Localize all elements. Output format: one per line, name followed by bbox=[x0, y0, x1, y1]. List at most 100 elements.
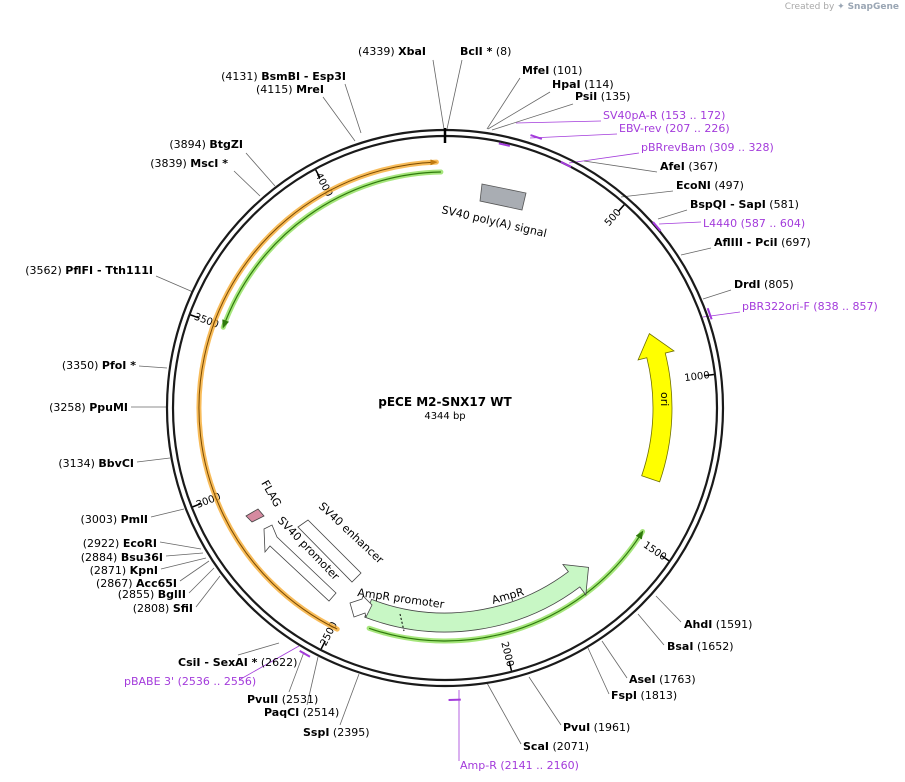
primer-binding-mark bbox=[706, 307, 713, 320]
site-label[interactable]: AhdI (1591) bbox=[684, 618, 752, 631]
primer-range: (838 .. 857) bbox=[810, 300, 878, 313]
site-label[interactable]: BsaI (1652) bbox=[667, 640, 734, 653]
site-label[interactable]: (2922) EcoRI bbox=[83, 537, 157, 550]
site-label[interactable]: (4339) XbaI bbox=[358, 45, 426, 58]
site-label[interactable]: PvuII (2531) bbox=[247, 693, 318, 706]
site-label[interactable]: PvuI (1961) bbox=[563, 721, 630, 734]
site-name: MfeI bbox=[522, 64, 549, 77]
leader-line bbox=[195, 575, 221, 608]
site-label[interactable]: EcoNI (497) bbox=[676, 179, 744, 192]
ruler-tick-mark bbox=[315, 169, 321, 179]
sv40-enhancer-feature[interactable] bbox=[297, 519, 362, 583]
site-label[interactable]: AflIII - PciI (697) bbox=[714, 236, 811, 249]
site-name: Bsu36I bbox=[121, 551, 163, 564]
site-label[interactable]: SspI (2395) bbox=[303, 726, 370, 739]
leader-line bbox=[657, 209, 688, 220]
site-label[interactable]: (3894) BtgZI bbox=[169, 138, 243, 151]
leader-line bbox=[160, 557, 207, 570]
primer-label[interactable]: pBR322ori-F (838 .. 857) bbox=[742, 300, 878, 313]
site-label[interactable]: (2884) Bsu36I bbox=[81, 551, 163, 564]
leader-line bbox=[136, 457, 171, 463]
ori-label: ori bbox=[658, 392, 671, 406]
sv40-polya-feature[interactable] bbox=[479, 183, 527, 211]
site-label[interactable]: HpaI (114) bbox=[552, 78, 614, 91]
site-label[interactable]: DrdI (805) bbox=[734, 278, 794, 291]
plasmid-name: pECE M2-SNX17 WT bbox=[378, 395, 512, 409]
site-label[interactable]: (3839) MscI * bbox=[150, 157, 228, 170]
site-label[interactable]: PsiI (135) bbox=[575, 90, 630, 103]
site-position: (581) bbox=[766, 198, 799, 211]
ruler-tick-mark bbox=[617, 204, 625, 212]
primer-label[interactable]: SV40pA-R (153 .. 172) bbox=[603, 109, 725, 122]
site-label[interactable]: AseI (1763) bbox=[629, 673, 696, 686]
site-position: (3350) bbox=[62, 359, 102, 372]
leader-line bbox=[529, 133, 618, 139]
site-label[interactable]: PaqCI (2514) bbox=[264, 706, 339, 719]
leader-line bbox=[188, 567, 215, 594]
site-label[interactable]: BclI * (8) bbox=[460, 45, 511, 58]
site-name: BspQI bbox=[690, 198, 726, 211]
site-label[interactable]: FspI (1813) bbox=[611, 689, 677, 702]
primer-label[interactable]: pBABE 3' (2536 .. 2556) bbox=[124, 675, 256, 688]
site-position: (497) bbox=[711, 179, 744, 192]
leader-line bbox=[487, 91, 551, 130]
site-label[interactable]: (2867) Acc65I bbox=[96, 577, 177, 590]
site-position: (3894) bbox=[169, 138, 209, 151]
leader-line bbox=[568, 152, 640, 164]
site-label[interactable]: ScaI (2071) bbox=[523, 740, 589, 753]
primer-label[interactable]: Amp-R (2141 .. 2160) bbox=[460, 759, 579, 772]
leader-line bbox=[138, 365, 168, 369]
leader-line bbox=[238, 645, 300, 681]
leader-line bbox=[288, 651, 305, 693]
site-alt-name: - PciI bbox=[743, 236, 778, 249]
site-position: (1763) bbox=[656, 673, 696, 686]
site-name: BglII bbox=[158, 588, 186, 601]
ampr-feature[interactable] bbox=[364, 564, 589, 633]
site-label[interactable]: MfeI (101) bbox=[522, 64, 582, 77]
primer-label[interactable]: L4440 (587 .. 604) bbox=[703, 217, 805, 230]
site-name: DrdI bbox=[734, 278, 761, 291]
primer-label[interactable]: EBV-rev (207 .. 226) bbox=[619, 122, 730, 135]
leader-line bbox=[491, 103, 574, 131]
site-label[interactable]: (4131) BsmBI - Esp3I bbox=[221, 70, 346, 83]
site-name: EcoRI bbox=[123, 537, 157, 550]
site-label[interactable]: BspQI - SapI (581) bbox=[690, 198, 799, 211]
site-position: (2884) bbox=[81, 551, 121, 564]
site-position: (2867) bbox=[96, 577, 136, 590]
flag-feature[interactable] bbox=[245, 508, 265, 523]
ori-feature[interactable] bbox=[637, 333, 675, 483]
site-label[interactable]: (2871) KpnI bbox=[90, 564, 158, 577]
site-label[interactable]: (2855) BglII bbox=[118, 588, 186, 601]
site-label[interactable]: AfeI (367) bbox=[660, 160, 718, 173]
site-name: CsiI bbox=[178, 656, 200, 669]
sv40-promoter-feature[interactable] bbox=[263, 524, 337, 602]
primer-name: pBABE 3' bbox=[124, 675, 174, 688]
site-position: (2922) bbox=[83, 537, 123, 550]
site-name: AhdI bbox=[684, 618, 712, 631]
site-name: BsmBI bbox=[261, 70, 300, 83]
site-label[interactable]: (3003) PmlI bbox=[81, 513, 148, 526]
leader-line bbox=[637, 613, 665, 646]
site-label[interactable]: (3562) PflFI - Tth111I bbox=[25, 264, 153, 277]
site-label[interactable]: CsiI - SexAI * (2622) bbox=[178, 656, 297, 669]
leader-line bbox=[179, 560, 210, 582]
site-position: (8) bbox=[492, 45, 511, 58]
site-label[interactable]: (3350) PfoI * bbox=[62, 359, 136, 372]
site-position: (135) bbox=[597, 90, 630, 103]
site-position: (3134) bbox=[58, 457, 98, 470]
site-label[interactable]: (3134) BbvCI bbox=[58, 457, 134, 470]
site-position: (3839) bbox=[150, 157, 190, 170]
ruler-tick-label: 1500 bbox=[641, 540, 668, 563]
site-label[interactable]: (4115) MreI bbox=[256, 83, 324, 96]
ruler-tick-label: 2000 bbox=[498, 641, 515, 668]
site-name: BtgZI bbox=[209, 138, 243, 151]
site-name: PvuI bbox=[563, 721, 590, 734]
ampr-promoter-feature[interactable] bbox=[349, 595, 373, 619]
site-label[interactable]: (3258) PpuMI bbox=[49, 401, 128, 414]
site-name: PfoI * bbox=[102, 359, 136, 372]
site-label[interactable]: (2808) SfiI bbox=[133, 602, 193, 615]
site-position: (367) bbox=[685, 160, 718, 173]
primer-label[interactable]: pBRrevBam (309 .. 328) bbox=[641, 141, 774, 154]
site-name: PaqCI bbox=[264, 706, 299, 719]
